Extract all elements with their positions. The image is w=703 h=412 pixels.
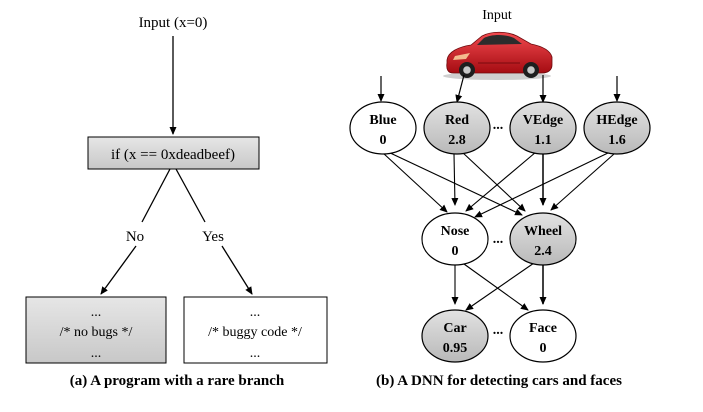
buggy-code-box	[183, 296, 328, 364]
node-hedge-name: HEdge	[596, 113, 637, 128]
node-wheel-value: 2.4	[534, 244, 552, 259]
node-wheel-name: Wheel	[524, 224, 562, 239]
dnn-panel: Input	[349, 8, 651, 389]
caption-a: (a) A program with a rare branch	[70, 373, 285, 389]
ellipsis-output-layer: ...	[493, 323, 504, 338]
ellipsis-input-layer: ...	[493, 118, 504, 133]
no-bugs-line-1: ...	[91, 305, 102, 320]
program-panel: Input (x=0) if (x == 0xdeadbeef) No Yes …	[25, 15, 328, 389]
node-blue-name: Blue	[369, 113, 396, 128]
branch-no-label: No	[126, 229, 144, 245]
dnn-nodes: Blue0Red2.8VEdge1.1HEdge1.6Nose0Wheel2.4…	[349, 101, 651, 363]
node-hedge	[583, 101, 651, 155]
buggy-line-3: ...	[250, 346, 261, 361]
node-blue	[349, 101, 417, 155]
edges-input-to-hidden	[382, 150, 615, 218]
caption-b: (b) A DNN for detecting cars and faces	[376, 373, 622, 389]
buggy-line-2: /* buggy code */	[208, 325, 302, 340]
program-input-label: Input (x=0)	[139, 15, 208, 31]
node-car	[421, 309, 489, 363]
node-car-value: 0.95	[443, 341, 468, 356]
node-wheel	[509, 212, 577, 266]
node-nose	[421, 212, 489, 266]
buggy-line-1: ...	[250, 305, 261, 320]
node-nose-value: 0	[452, 244, 459, 259]
node-blue-value: 0	[380, 133, 387, 148]
node-red-name: Red	[445, 113, 469, 128]
node-face-name: Face	[529, 321, 557, 336]
no-bugs-line-2: /* no bugs */	[60, 325, 133, 340]
node-red-value: 2.8	[448, 133, 466, 148]
node-vedge-name: VEdge	[523, 113, 563, 128]
no-bugs-line-3: ...	[91, 346, 102, 361]
node-vedge	[509, 101, 577, 155]
node-face	[509, 309, 577, 363]
edges-hidden-to-output	[451, 262, 547, 311]
branch-yes-line-upper	[175, 168, 206, 223]
node-car-name: Car	[443, 321, 466, 336]
car-image	[443, 31, 553, 80]
image-to-red-arrow	[455, 74, 465, 103]
node-face-value: 0	[540, 341, 547, 356]
branch-no-line-upper	[141, 168, 171, 223]
branch-yes-line-lower	[221, 245, 253, 295]
node-red	[423, 101, 491, 155]
node-hedge-value: 1.6	[608, 133, 626, 148]
node-vedge-value: 1.1	[534, 133, 552, 148]
condition-box	[87, 136, 260, 170]
condition-label: if (x == 0xdeadbeef)	[111, 147, 235, 163]
branch-yes-label: Yes	[202, 229, 224, 245]
ellipsis-hidden-layer: ...	[493, 232, 504, 247]
no-bugs-box	[25, 296, 167, 364]
branch-no-line-lower	[100, 245, 137, 295]
dnn-input-label: Input	[482, 8, 512, 23]
node-nose-name: Nose	[441, 224, 470, 239]
